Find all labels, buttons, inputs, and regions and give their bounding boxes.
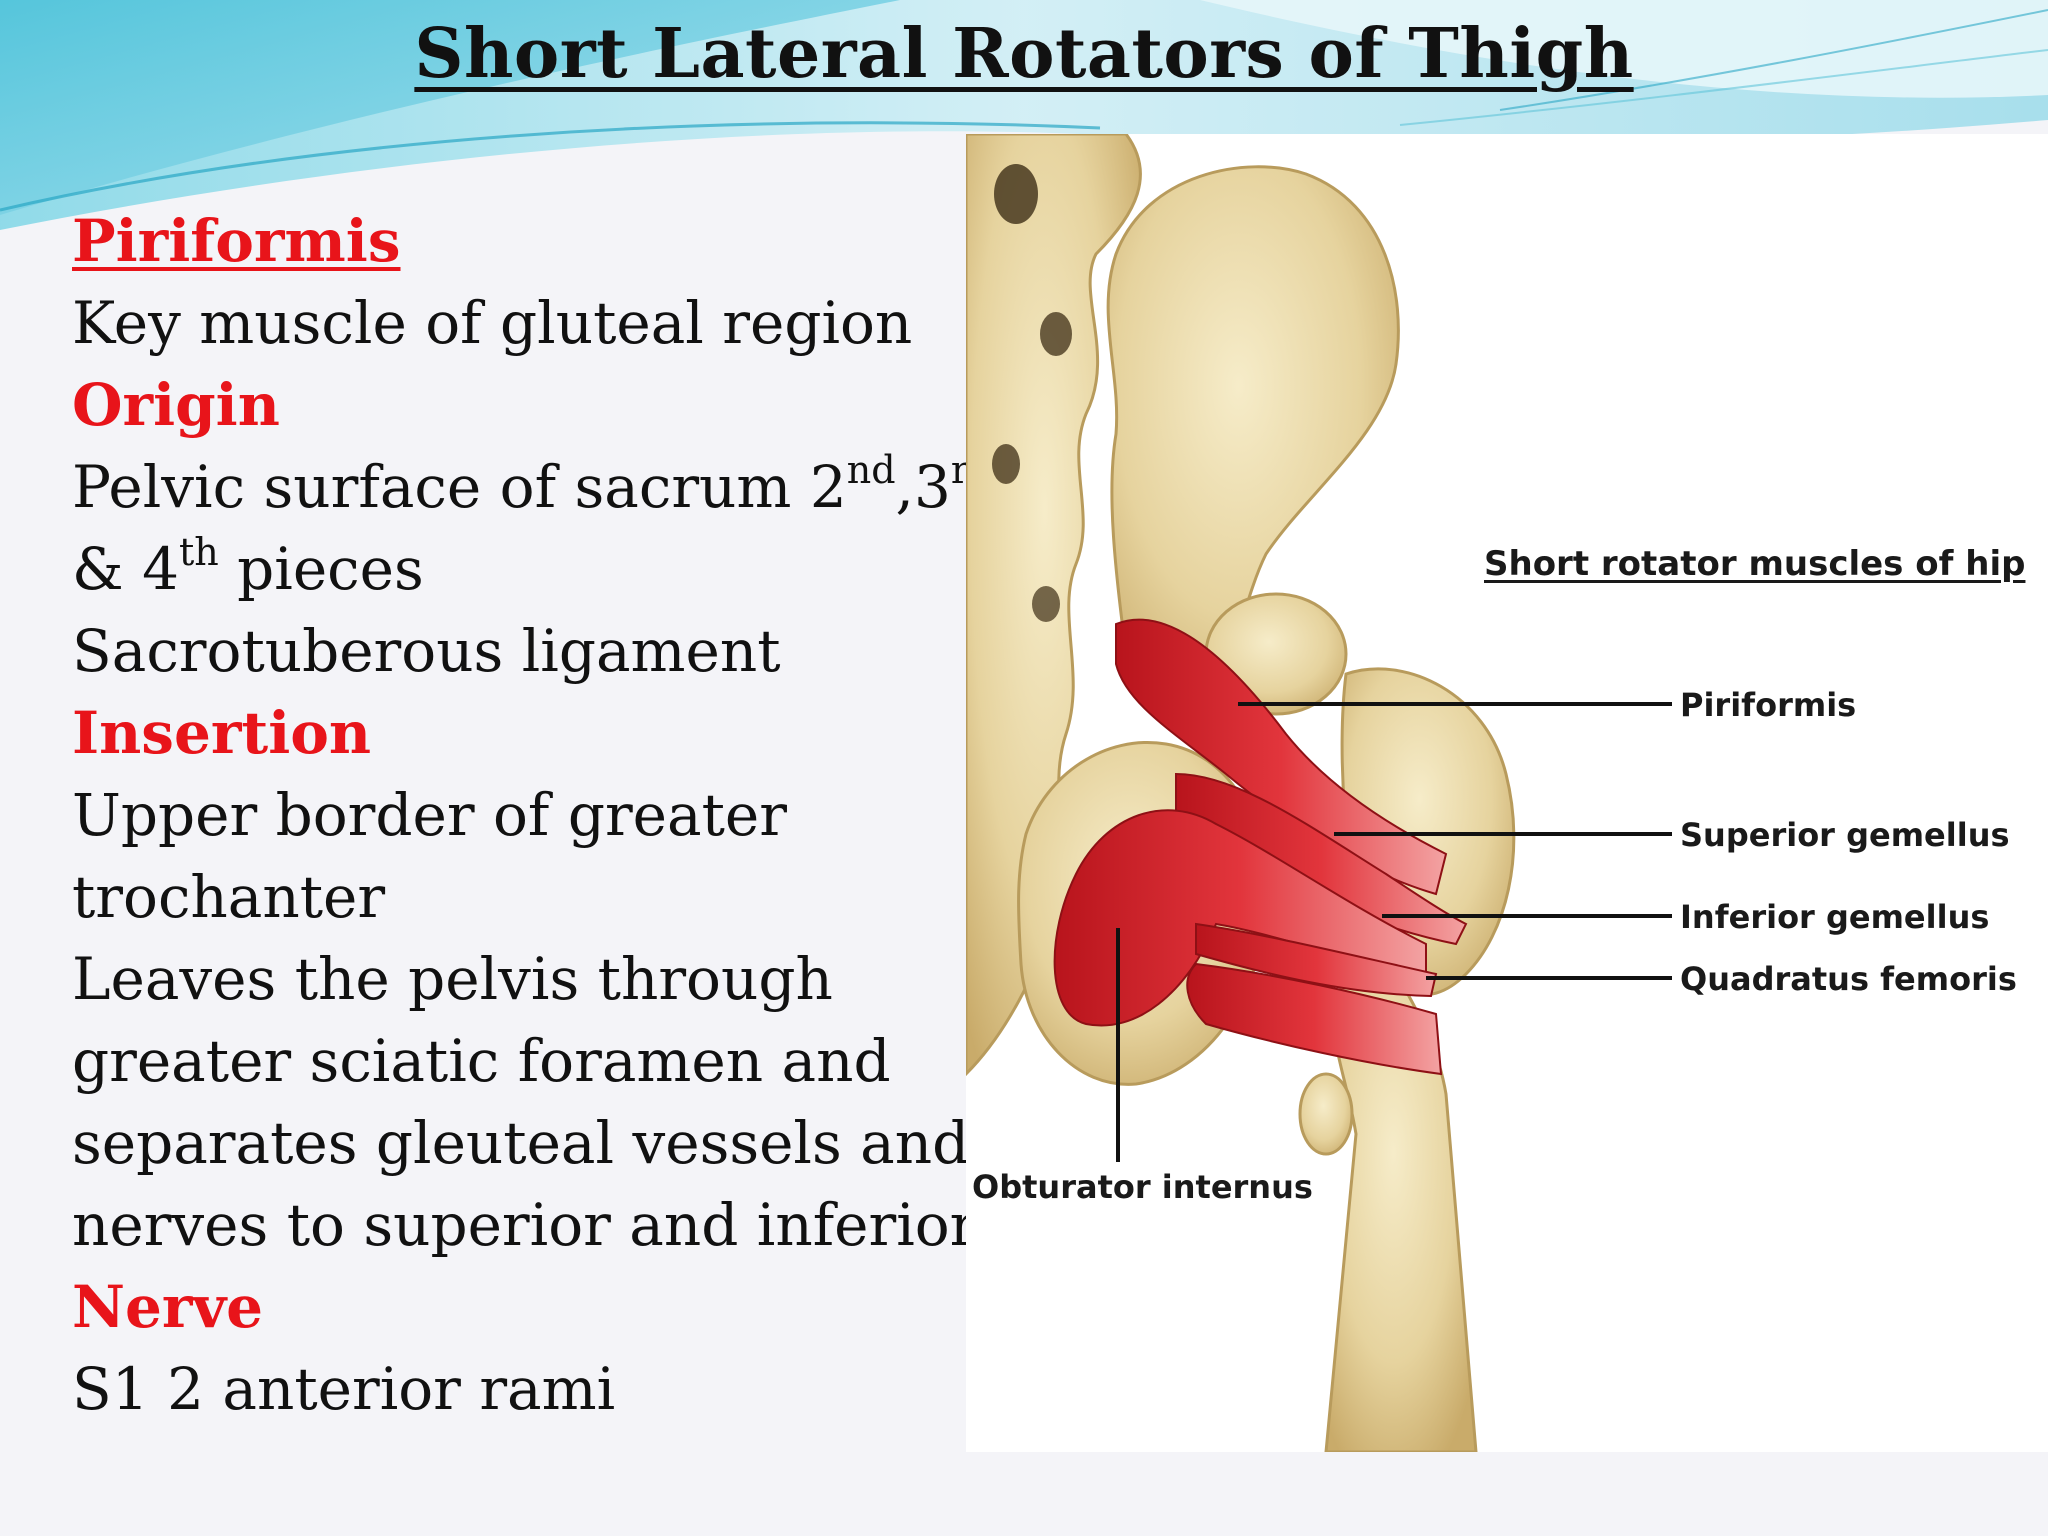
origin-heading: Origin [72, 371, 280, 439]
piriformis-description: Key muscle of gluteal region [72, 289, 913, 357]
insertion-line-2: trochanter [72, 863, 386, 931]
insertion-heading: Insertion [72, 699, 372, 767]
origin-line-1: Pelvic surface of sacrum 2nd,3rd [72, 446, 993, 528]
origin-line-2-text-a: & 4 [72, 535, 179, 603]
label-inferior-gemellus: Inferior gemellus [1680, 898, 1990, 936]
course-line-4: nerves to superior and inferior [72, 1191, 978, 1259]
course-line-3: separates gleuteal vessels and [72, 1109, 970, 1177]
nerve-heading: Nerve [72, 1273, 264, 1341]
origin-line-2: & 4th pieces [72, 528, 972, 610]
label-superior-gemellus: Superior gemellus [1680, 816, 2010, 854]
slide-title: Short Lateral Rotators of Thigh [414, 14, 1634, 94]
origin-line-2-sup: th [178, 530, 219, 574]
insertion-line-1: Upper border of greater [72, 781, 787, 849]
course-line-1: Leaves the pelvis through [72, 945, 833, 1013]
origin-line-3: Sacrotuberous ligament [72, 617, 781, 685]
figure-heading: Short rotator muscles of hip [1484, 544, 2026, 584]
quadratus-femoris-muscle [1186, 962, 1443, 1076]
label-piriformis: Piriformis [1680, 686, 1857, 724]
origin-line-1-sup-1: nd [846, 448, 896, 492]
nerve-description: S1 2 anterior rami [72, 1355, 616, 1423]
label-quadratus-femoris: Quadratus femoris [1680, 960, 2017, 998]
inferior-gemellus-muscle [1195, 922, 1438, 998]
text-column: Piriformis Key muscle of gluteal region … [72, 200, 993, 1430]
ilium-bone [1106, 165, 1400, 717]
origin-line-1-text-a: Pelvic surface of sacrum 2 [72, 453, 847, 521]
hip-illustration [966, 134, 1672, 1452]
origin-line-2-text-b: pieces [218, 535, 424, 603]
origin-line-1-text-b: ,3 [895, 453, 951, 521]
label-obturator-internus: Obturator internus [972, 1168, 1313, 1206]
piriformis-heading: Piriformis [72, 207, 401, 275]
piriformis-muscle [1115, 618, 1448, 896]
course-line-2: greater sciatic foramen and [72, 1027, 891, 1095]
anatomy-figure: Short rotator muscles of hip Piriformis … [966, 134, 2048, 1452]
